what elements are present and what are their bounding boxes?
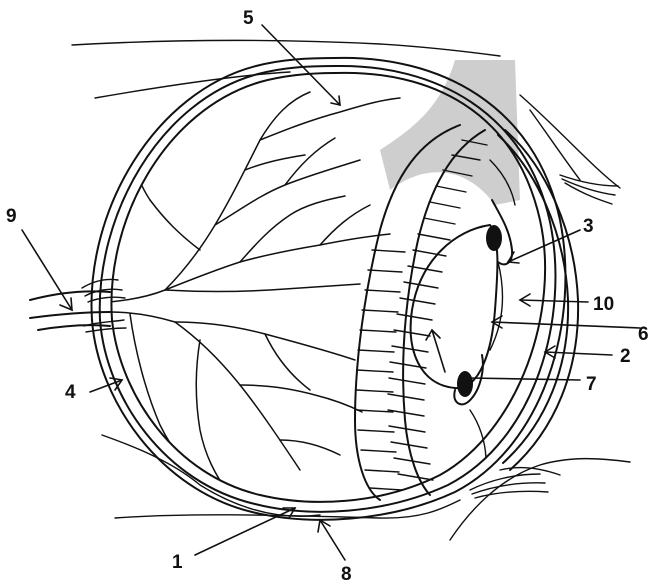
label-5: 5 [243,8,254,29]
lens [411,225,498,388]
leader-5 [262,25,340,105]
leader-6 [492,322,640,328]
label-1: 1 [172,552,183,573]
ciliary-body [355,125,487,500]
labels: 1 2 3 4 5 6 7 8 9 10 [6,8,649,585]
label-8: 8 [341,564,352,585]
label-3: 3 [583,216,594,237]
label-4: 4 [65,382,76,403]
shaded-region [380,60,520,205]
label-6: 6 [638,324,649,345]
leader-8 [320,520,345,560]
label-2: 2 [620,346,631,367]
label-9: 9 [6,206,17,227]
eyelid-lines [72,40,630,540]
leader-9 [22,230,72,310]
label-10: 10 [593,294,614,315]
iris [454,160,515,458]
leader-7 [470,378,580,380]
label-7: 7 [586,374,597,395]
leader-lines [22,25,640,560]
